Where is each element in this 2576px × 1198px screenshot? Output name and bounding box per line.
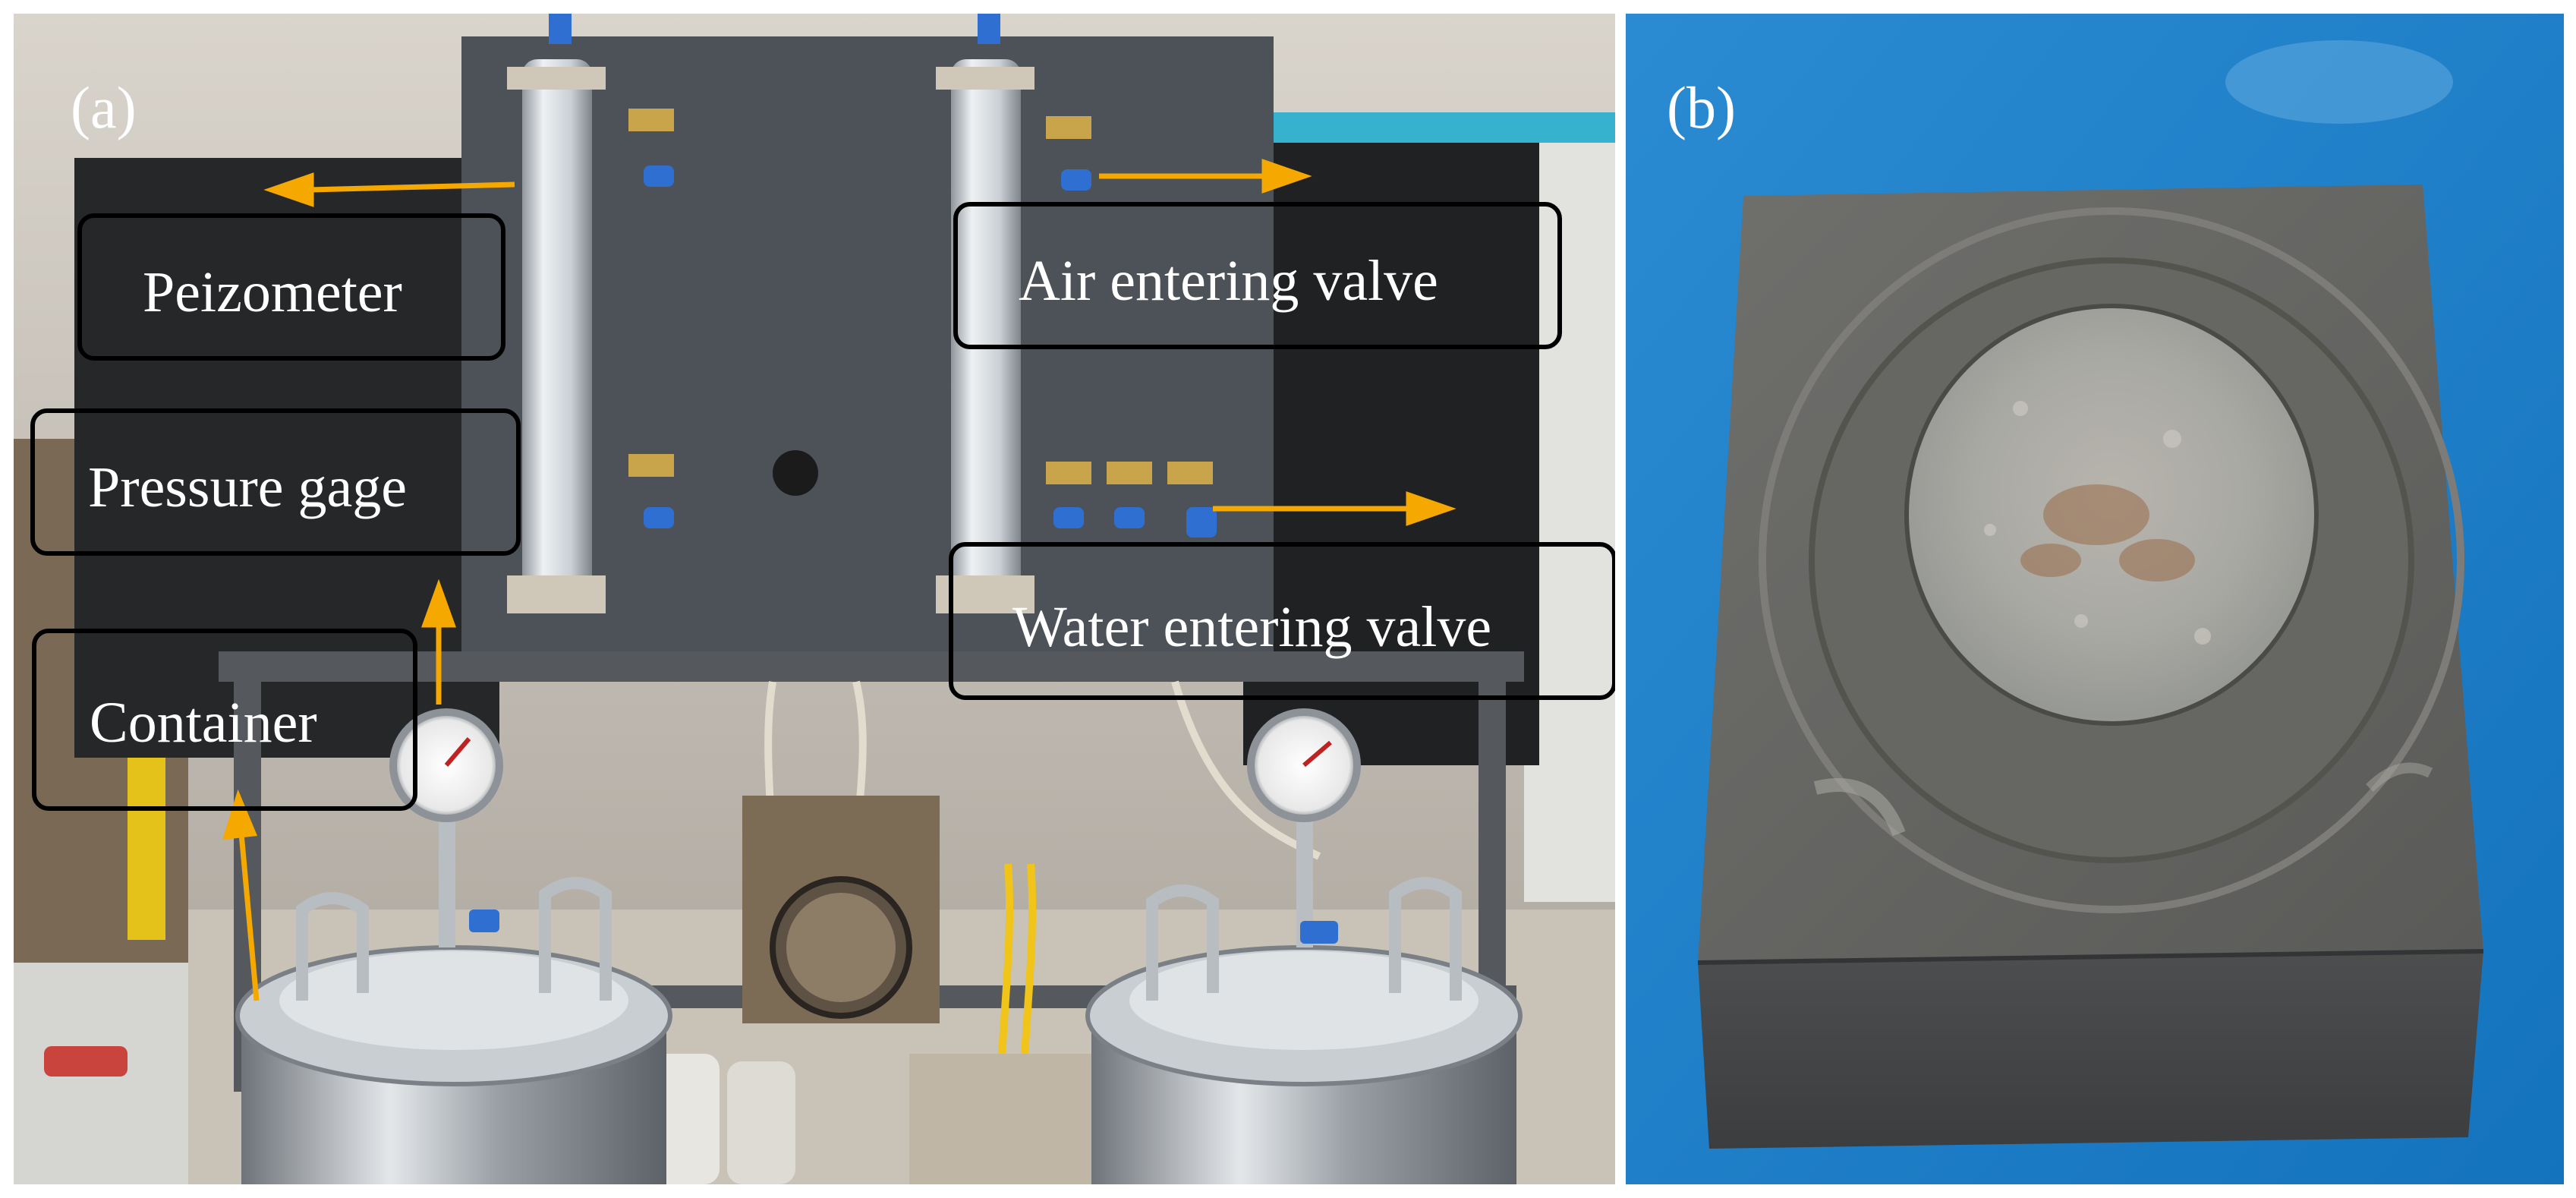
right-tube: [951, 59, 1021, 606]
blue-shelf: [1251, 112, 1615, 143]
container-arrow-line: [238, 833, 260, 1001]
pressure-gage-callout: Pressure gage: [30, 408, 521, 556]
panel-a-photo: (a) Peizometer Pressure gage Container A…: [14, 14, 1615, 1184]
pressure-gage-label: Pressure gage: [88, 456, 407, 519]
apparatus-photo: [14, 14, 1615, 1184]
cube-front-face: [1698, 951, 2483, 1149]
peizometer-callout: Peizometer: [77, 213, 505, 361]
air-valve-label: Air entering valve: [1019, 249, 1438, 313]
container-arrow-head: [222, 789, 258, 840]
panel-b-photo: (b): [1626, 14, 2564, 1184]
peizometer-arrow-line: [309, 181, 515, 193]
container-label: Container: [90, 691, 317, 755]
left-tube: [522, 59, 592, 606]
air-valve-callout: Air entering valve: [953, 202, 1562, 349]
left-tube-top-valve: [549, 14, 572, 44]
specimen-photo: [1626, 14, 2564, 1184]
air-valve-arrow-head: [1261, 159, 1312, 194]
right-tube-top-valve: [978, 14, 1000, 44]
peizometer-label: Peizometer: [143, 260, 402, 324]
water-valve-callout: Water entering valve: [949, 542, 1615, 700]
outer-ring: [1759, 207, 2464, 913]
container-callout: Container: [32, 629, 417, 811]
right-tube-cap: [936, 67, 1034, 90]
water-valve-arrow-head: [1406, 491, 1456, 526]
water-valve-label: Water entering valve: [1012, 595, 1492, 659]
left-tube-base: [507, 575, 606, 613]
panel-b-letter: (b): [1667, 74, 1736, 140]
board-knob: [773, 450, 818, 496]
gray-board: [461, 36, 1274, 667]
red-label: [44, 1046, 128, 1077]
panel-a-letter: (a): [71, 74, 137, 140]
pressure-gage-arrow-head: [421, 579, 456, 628]
annotation-arrows: [222, 159, 1456, 1001]
peizometer-arrow-head: [263, 172, 314, 207]
left-tube-cap: [507, 67, 606, 90]
